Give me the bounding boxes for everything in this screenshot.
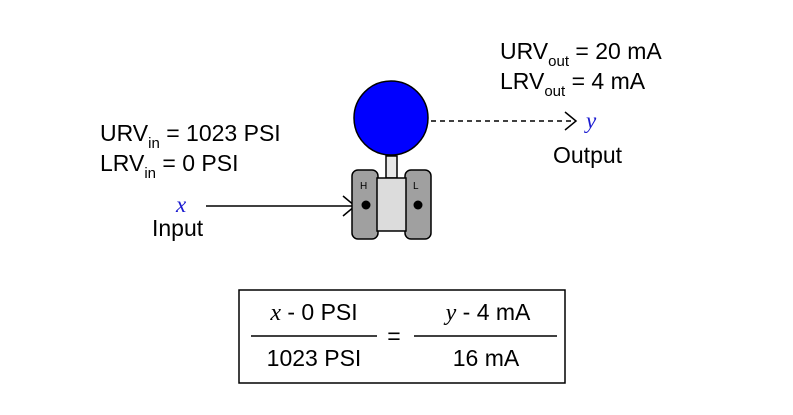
transmitter-neck (385, 155, 398, 179)
left-numerator: x - 0 PSI (269, 299, 357, 326)
output-label: Output (553, 142, 623, 168)
right-numerator: y - 4 mA (444, 299, 531, 326)
output-urv-label: URVout = 20 mA (500, 38, 662, 70)
transmitter-head (353, 80, 429, 156)
transmitter-body (376, 177, 407, 232)
output-variable: y (584, 108, 597, 133)
output-lrv-label: LRVout = 4 mA (500, 68, 646, 100)
input-label: Input (152, 215, 204, 241)
output-arrowhead-icon (564, 111, 578, 131)
low-port-dot-icon (413, 200, 423, 210)
left-denominator: 1023 PSI (267, 345, 362, 371)
low-port-label: L (413, 181, 419, 192)
equals-sign: = (387, 323, 400, 349)
input-lrv-label: LRVin = 0 PSI (100, 150, 238, 182)
input-variable: x (175, 192, 187, 217)
scaling-equation: x - 0 PSI 1023 PSI = y - 4 mA 16 mA (238, 289, 566, 384)
right-denominator: 16 mA (453, 345, 520, 371)
input-urv-label: URVin = 1023 PSI (100, 120, 281, 152)
high-port-label: H (360, 181, 367, 192)
pressure-transmitter: H L (351, 80, 432, 240)
high-port-dot-icon (361, 200, 371, 210)
